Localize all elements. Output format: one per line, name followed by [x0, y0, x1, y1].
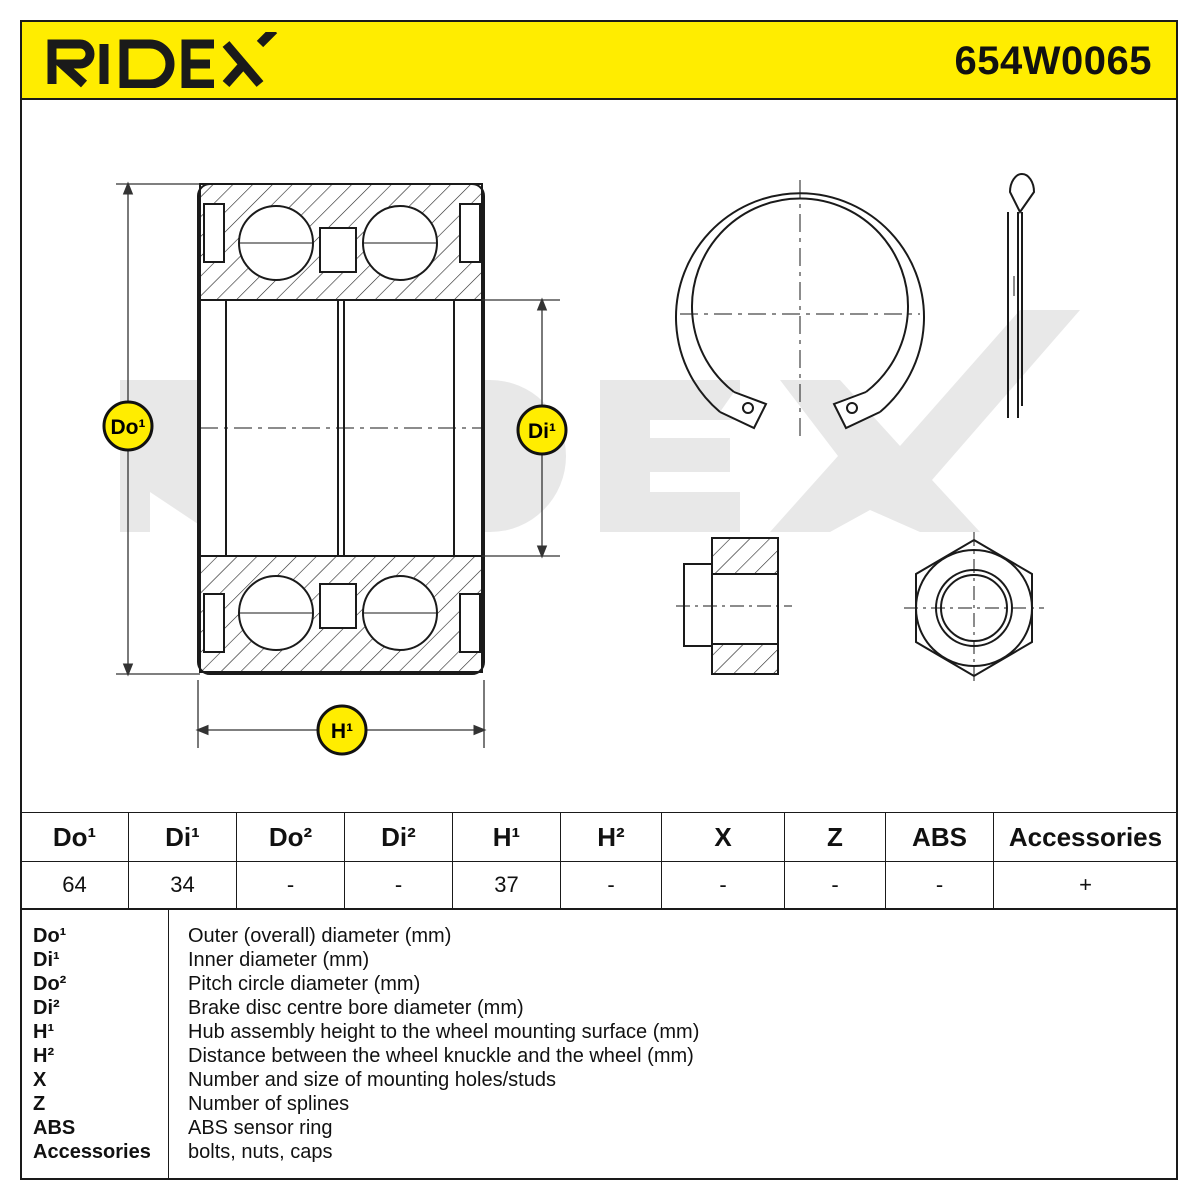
spec-header-row: Do¹ Di¹ Do² Di² H¹ H² X Z ABS Accessorie… [20, 812, 1178, 862]
di1-badge: Di¹ [516, 404, 568, 456]
legend-row: H² Distance between the wheel knuckle an… [22, 1044, 1176, 1068]
legend-desc: Number of splines [188, 1093, 350, 1115]
legend-row: H¹ Hub assembly height to the wheel moun… [22, 1020, 1176, 1044]
legend-row: Accessories bolts, nuts, caps [22, 1140, 1176, 1164]
legend-code: Di² [33, 997, 60, 1019]
legend-code: ABS [33, 1117, 76, 1139]
spec-value: - [344, 861, 453, 909]
spec-table: Do¹ Di¹ Do² Di² H¹ H² X Z ABS Accessorie… [20, 812, 1178, 909]
spec-value: 34 [128, 861, 237, 909]
spec-value: - [236, 861, 345, 909]
technical-drawing: Do¹ Di¹ H¹ [102, 173, 1080, 756]
wheel-bearing-section [197, 183, 485, 675]
legend-desc: ABS sensor ring [188, 1117, 333, 1139]
legend-divider [168, 910, 169, 1178]
svg-text:H¹: H¹ [331, 720, 353, 743]
header-bar: 654W0065 [20, 20, 1178, 100]
spec-value: - [784, 861, 886, 909]
cotter-pin [1007, 173, 1036, 418]
col-header: X [661, 812, 785, 862]
part-number: 654W0065 [954, 39, 1152, 83]
legend-desc: Distance between the wheel knuckle and t… [188, 1045, 694, 1067]
col-header: Do¹ [20, 812, 129, 862]
col-header: Di² [344, 812, 453, 862]
legend-desc: Brake disc centre bore diameter (mm) [188, 997, 524, 1019]
legend-code: Do² [33, 973, 67, 995]
legend-row: Di² Brake disc centre bore diameter (mm) [22, 996, 1176, 1020]
legend-row: Di¹ Inner diameter (mm) [22, 948, 1176, 972]
legend-box: Do¹ Outer (overall) diameter (mm) Di¹ In… [20, 908, 1178, 1180]
do1-badge: Do¹ [102, 400, 154, 452]
legend-code: X [33, 1069, 47, 1091]
legend-desc: Inner diameter (mm) [188, 949, 370, 971]
col-header: H¹ [452, 812, 561, 862]
h1-badge: H¹ [316, 704, 368, 756]
spec-value: - [661, 861, 785, 909]
legend-desc: Pitch circle diameter (mm) [188, 973, 421, 995]
circlip [675, 180, 925, 436]
legend-row: Z Number of splines [22, 1092, 1176, 1116]
legend-code: H² [33, 1045, 55, 1067]
col-header: Z [784, 812, 886, 862]
col-header: H² [560, 812, 662, 862]
axle-nut-side [676, 537, 792, 675]
axle-nut-top [904, 532, 1044, 684]
col-header: Do² [236, 812, 345, 862]
spec-value: - [560, 861, 662, 909]
legend-desc: bolts, nuts, caps [188, 1141, 333, 1163]
legend-row: X Number and size of mounting holes/stud… [22, 1068, 1176, 1092]
spec-value: + [993, 861, 1178, 909]
spec-value-row: 64 34 - - 37 - - - - + [20, 861, 1178, 909]
legend-row: Do¹ Outer (overall) diameter (mm) [22, 924, 1176, 948]
legend-row: Do² Pitch circle diameter (mm) [22, 972, 1176, 996]
legend-code: Do¹ [33, 925, 67, 947]
legend-code: Accessories [33, 1141, 151, 1163]
col-header: Accessories [993, 812, 1178, 862]
svg-text:Do¹: Do¹ [111, 416, 146, 439]
legend-desc: Outer (overall) diameter (mm) [188, 925, 452, 947]
legend-desc: Hub assembly height to the wheel mountin… [188, 1021, 700, 1043]
legend-desc: Number and size of mounting holes/studs [188, 1069, 556, 1091]
legend-row: ABS ABS sensor ring [22, 1116, 1176, 1140]
ridex-logo [47, 32, 278, 88]
svg-text:Di¹: Di¹ [528, 420, 556, 443]
legend-code: Di¹ [33, 949, 60, 971]
legend-code: H¹ [33, 1021, 55, 1043]
col-header: Di¹ [128, 812, 237, 862]
spec-value: 37 [452, 861, 561, 909]
col-header: ABS [885, 812, 994, 862]
spec-value: - [885, 861, 994, 909]
spec-value: 64 [20, 861, 129, 909]
legend-code: Z [33, 1093, 46, 1115]
